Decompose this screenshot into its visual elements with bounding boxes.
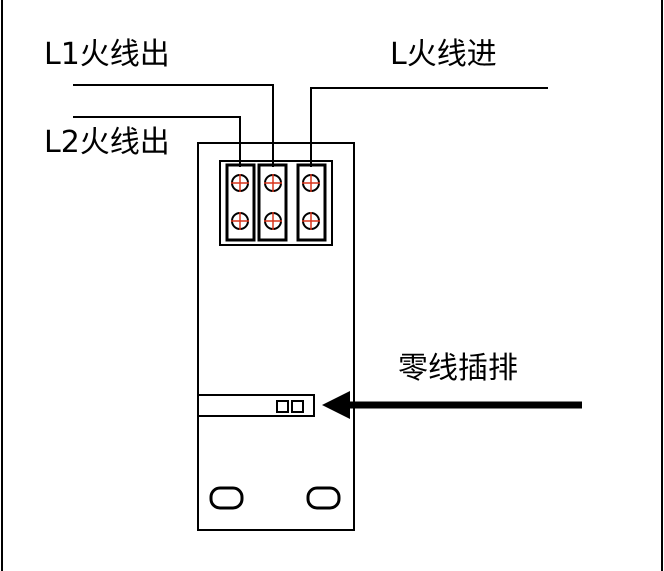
arrow-head-icon (322, 391, 350, 419)
terminal-slot-l2 (225, 163, 256, 242)
wire-l-in (310, 87, 548, 167)
neutral-bar-slot (291, 400, 304, 413)
label-l-in: L火线进 (390, 37, 497, 72)
mounting-hole (209, 486, 244, 510)
terminal-block (219, 160, 333, 246)
screw-crosshairs (231, 174, 320, 230)
label-neutral-bar: 零线插排 (398, 351, 518, 386)
wire-l2-out (73, 116, 241, 167)
mounting-hole (306, 486, 341, 510)
wire-l1-out (73, 84, 274, 167)
breaker-body (197, 142, 355, 531)
label-l1-out: L1火线出 (44, 37, 170, 72)
neutral-bar-slot (276, 400, 289, 413)
neutral-bar (197, 394, 315, 417)
label-l2-out: L2火线出 (44, 125, 170, 160)
terminal-slot-l1 (257, 163, 288, 242)
terminal-slot-l (296, 163, 327, 242)
